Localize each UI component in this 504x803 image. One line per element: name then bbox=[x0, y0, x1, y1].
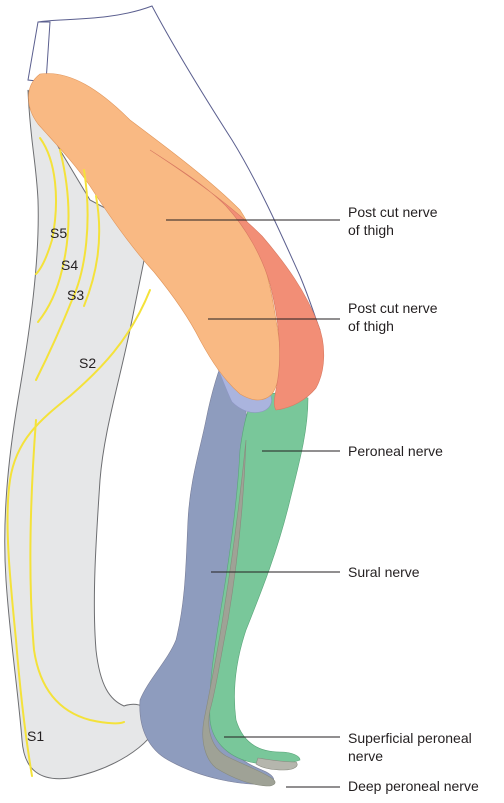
post-cut-upper-region bbox=[28, 73, 281, 401]
label-superficial-peroneal-line1: Superficial peroneal bbox=[348, 730, 472, 746]
dermatome-label-s2: S2 bbox=[79, 355, 96, 371]
dermatome-line bbox=[29, 419, 125, 725]
label-sural: Sural nerve bbox=[348, 564, 420, 580]
superficial-peroneal-region bbox=[202, 439, 276, 787]
dermatome-line bbox=[83, 195, 101, 307]
post-cut-red-region bbox=[149, 149, 325, 411]
label-post-cut-2-line2: of thigh bbox=[348, 318, 394, 334]
label-post-cut-2-line1: Post cut nerve bbox=[348, 300, 438, 316]
label-peroneal: Peroneal nerve bbox=[348, 443, 443, 459]
dermatome-label-s5: S5 bbox=[50, 225, 67, 241]
label-post-cut-1-line1: Post cut nerve bbox=[348, 204, 438, 220]
label-superficial-peroneal: Superficial peroneal nerve bbox=[348, 730, 476, 764]
label-post-cut-1: Post cut nerve of thigh bbox=[348, 204, 441, 238]
dermatome-line bbox=[37, 149, 70, 323]
deep-peroneal-region bbox=[255, 757, 298, 771]
dermatome-line bbox=[35, 169, 89, 381]
torso-outline bbox=[37, 5, 321, 331]
label-post-cut-1-line2: of thigh bbox=[348, 222, 394, 238]
dermatome-label-s1: S1 bbox=[27, 728, 44, 744]
dermatome-label-s3: S3 bbox=[67, 287, 84, 303]
label-superficial-peroneal-line2: nerve bbox=[348, 748, 383, 764]
torso-outline-left bbox=[27, 21, 51, 83]
label-deep-peroneal: Deep peroneal nerve bbox=[348, 778, 479, 794]
dermatome-line bbox=[35, 137, 57, 275]
label-post-cut-2: Post cut nerve of thigh bbox=[348, 300, 441, 334]
dermatome-label-s4: S4 bbox=[61, 257, 78, 273]
dermatome-line bbox=[6, 289, 151, 777]
